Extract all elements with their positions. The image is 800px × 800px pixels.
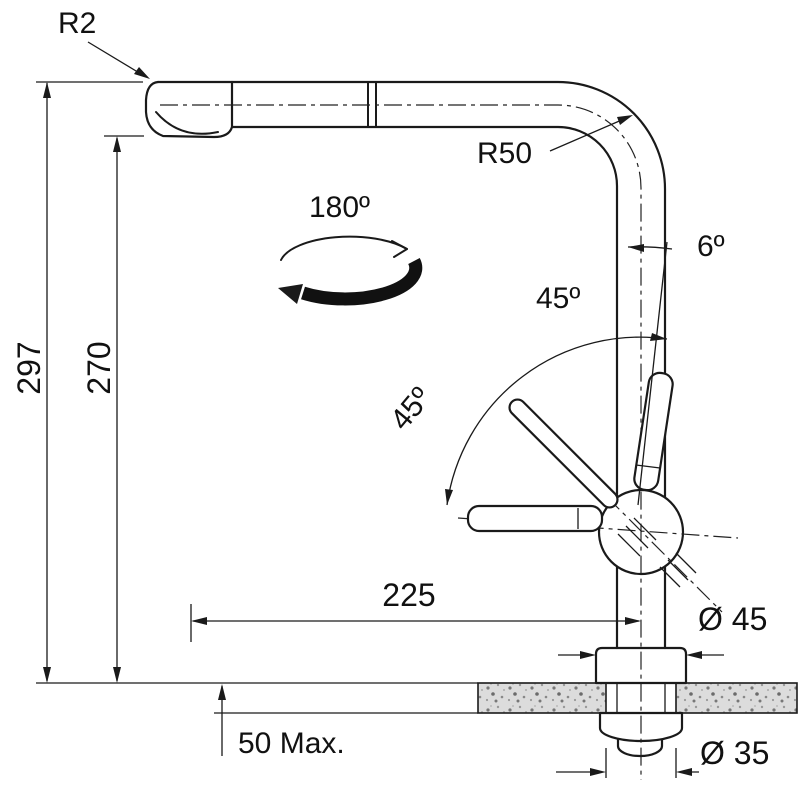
handle-45deg [508, 398, 619, 509]
label-base-diameter: Ø 45 [698, 601, 767, 637]
countertop [477, 682, 798, 714]
ball-details [617, 517, 697, 588]
spout-outer-edge [156, 80, 667, 500]
arc-arrow-bottom [445, 489, 453, 505]
swivel-arc-thick [301, 257, 423, 306]
dim-dia35 [556, 748, 699, 778]
swivel-solid-arrow [278, 284, 303, 304]
tilt-arrow [628, 244, 644, 252]
dim-270 [104, 135, 144, 683]
label-tilt-angle: 6º [697, 230, 725, 263]
spout-inner-edge [230, 125, 619, 500]
column-lower [615, 564, 667, 650]
label-bend-radius: R50 [477, 137, 532, 170]
ext-dia35 [605, 748, 677, 778]
handle-up [633, 371, 674, 492]
dim-225 [190, 604, 641, 642]
label-handle-angle-upper: 45º [536, 282, 580, 315]
tilt-angle [627, 241, 673, 506]
label-spout-height: 270 [81, 341, 117, 394]
label-overall-height: 297 [11, 341, 47, 394]
dim-297 [36, 81, 143, 683]
label-hole-diameter: Ø 35 [700, 735, 769, 771]
dim-dia45 [558, 651, 724, 659]
swivel-rotation-icon [278, 235, 423, 306]
handles [466, 371, 674, 533]
handle-up-seam [635, 464, 661, 469]
main-centerline [160, 104, 642, 780]
leader-r2-arrow [134, 67, 150, 79]
tilt-line [637, 241, 668, 506]
leader-r50-arrow [617, 115, 633, 125]
handle-horizontal [466, 504, 604, 533]
leader-r50 [549, 118, 625, 152]
shank-through-hole [616, 683, 666, 713]
dim-50max [218, 684, 226, 756]
label-counter-thickness: 50 Max. [238, 727, 345, 760]
label-swivel-angle: 180º [309, 191, 370, 224]
swivel-open-arrow [391, 240, 408, 258]
leaders [87, 41, 633, 152]
label-spout-reach: 225 [382, 577, 435, 613]
label-corner-radius: R2 [58, 7, 96, 40]
swivel-arc-thin [280, 235, 408, 261]
pullout-spray-head [144, 80, 234, 139]
arc-arrow-top [650, 333, 667, 341]
leader-r2 [87, 41, 142, 75]
handle-angle-arc [445, 333, 668, 506]
faucet-body [144, 80, 688, 685]
aerator-detail [155, 111, 219, 135]
